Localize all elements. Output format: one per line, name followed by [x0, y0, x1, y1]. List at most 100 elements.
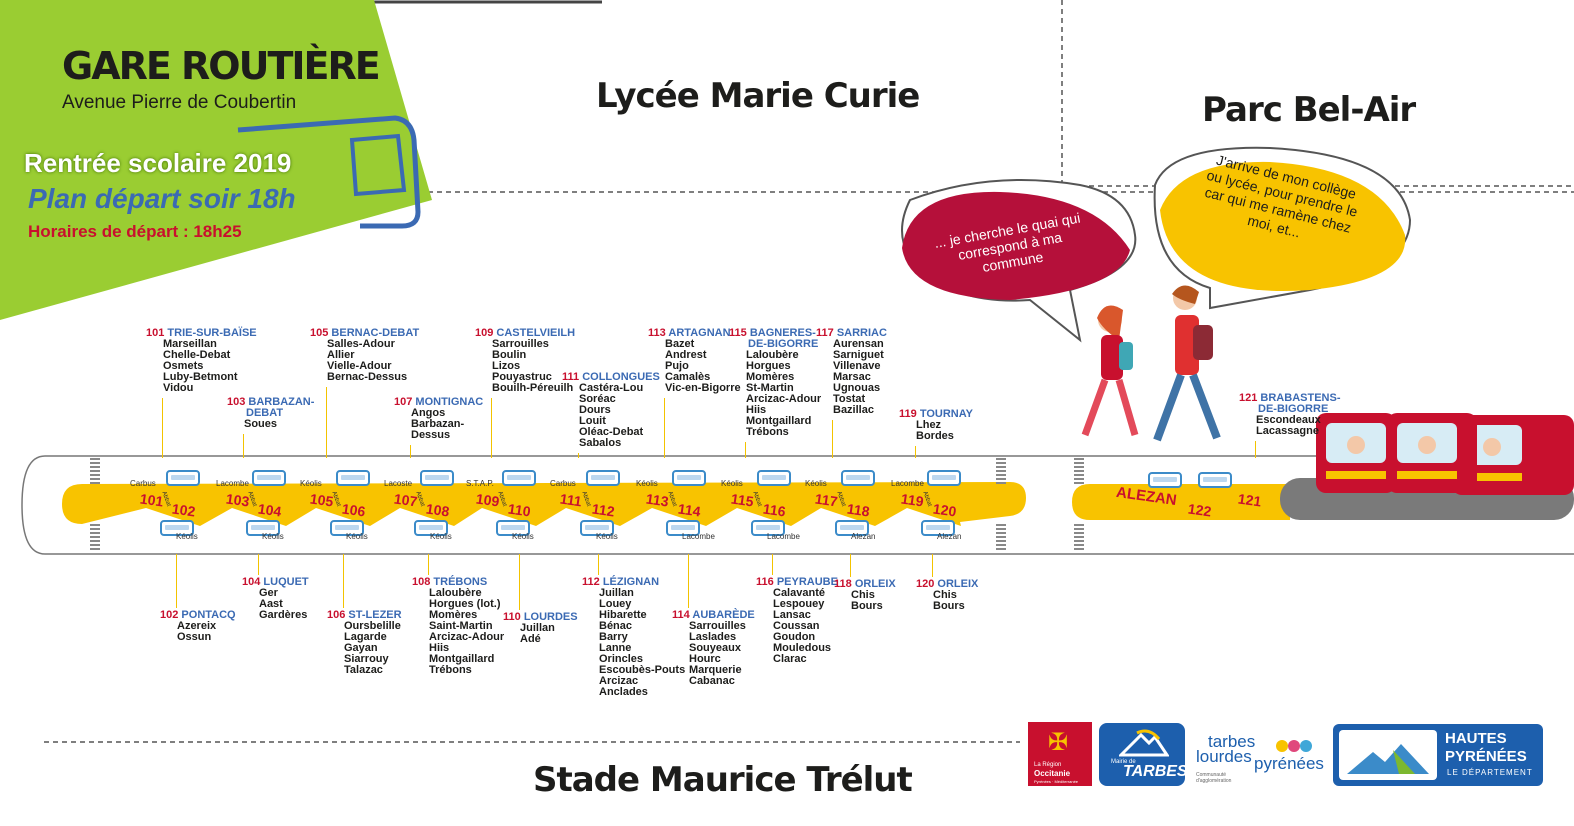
route-stop: Ossun: [177, 631, 212, 643]
operator-label: Kéolis: [346, 532, 368, 541]
route-header: 116 PEYRAUBE: [756, 577, 838, 588]
route-number: 114: [672, 609, 690, 621]
route-stop: Coussan: [773, 620, 820, 632]
route-stop: Dessus: [411, 429, 451, 441]
mairie-label: Mairie de: [1111, 759, 1136, 765]
horaires-label: Horaires de départ : 18h25: [28, 222, 242, 241]
route-stop: Arcizac: [599, 675, 639, 687]
route-stop: Gayan: [344, 642, 378, 654]
route-stop: Chelle-Debat: [163, 349, 231, 361]
bus-stop-icon: [1148, 472, 1182, 488]
route-connector-line: [578, 453, 579, 458]
route-stop: Villenave: [833, 360, 881, 372]
route-number: 112: [582, 576, 600, 588]
route-stop: Momères: [746, 371, 795, 383]
route-stop: Arcizac-Adour: [429, 631, 505, 643]
route-stop: Trébons: [746, 426, 789, 438]
route-destination: ST-LEZER: [348, 609, 402, 621]
quai-number: 120: [932, 500, 958, 520]
route-stop: Bours: [933, 600, 965, 612]
route-stop: Gardères: [259, 609, 308, 621]
yellow-dot-icon: [1276, 740, 1288, 752]
operator-label: Kéolis: [300, 479, 322, 488]
route-number: 113: [648, 327, 666, 339]
route-header: 106 ST-LEZER: [327, 610, 402, 621]
route-number: 121: [1239, 392, 1258, 404]
parc-title: Parc Bel-Air: [1202, 90, 1416, 130]
route-stop: Calavanté: [773, 587, 825, 599]
route-stop: Escondeaux: [1256, 414, 1321, 426]
bus-stop-icon: [160, 520, 194, 536]
route-stop: Bernac-Dessus: [327, 371, 408, 383]
route-connector-line: [915, 446, 916, 458]
route-stop: Marseillan: [163, 338, 217, 350]
route-destination: BARBAZAN-: [248, 396, 315, 408]
route-stop: St-Martin: [746, 382, 794, 394]
route-stop: Pouyastruc: [492, 371, 552, 383]
bus-stop-icon: [927, 470, 961, 486]
route-number: 103: [227, 396, 246, 408]
route-connector-line: [1255, 441, 1256, 458]
route-destination: PEYRAUBE: [776, 576, 838, 588]
route-header: 121 BRABASTENS-: [1239, 393, 1340, 404]
bus-stop-icon: [835, 520, 869, 536]
route-stop: Angos: [411, 407, 446, 419]
route-stop: Momères: [429, 609, 478, 621]
route-header: 114 AUBARÈDE: [672, 610, 755, 621]
route-stop: Marquerie: [689, 664, 742, 676]
route-destination: TOURNAY: [919, 408, 973, 420]
mountain-icon: [1119, 729, 1169, 757]
route-stop: Hibarette: [599, 609, 647, 621]
bus-stop-icon: [580, 520, 614, 536]
route-stop: Vidou: [163, 382, 194, 394]
route-stop: Laslades: [689, 631, 737, 643]
tlp-lourdes: lourdes: [1196, 747, 1252, 766]
mairie-tarbes-logo[interactable]: Mairie de TARBES: [1099, 723, 1188, 786]
route-connector-line: [932, 554, 933, 577]
region-occitanie-logo[interactable]: ✠ La Région Occitanie Pyrénées · Méditer…: [1028, 722, 1092, 786]
route-destination-cont: DE-BIGORRE: [1258, 403, 1329, 415]
route-destination-cont: DEBAT: [246, 407, 284, 419]
tarbes-lourdes-pyrenees-logo[interactable]: tarbes lourdes pyrénées Communauté d'agg…: [1192, 733, 1328, 786]
bus-stop-icon: [751, 520, 785, 536]
plan-label: Plan départ soir 18h: [28, 183, 296, 214]
bus-stop-icon: [841, 470, 875, 486]
route-destination: SARRIAC: [836, 327, 887, 339]
route-header: 107 MONTIGNAC: [394, 397, 483, 408]
route-stop: Aurensan: [833, 338, 884, 350]
route-destination: ARTAGNAN: [668, 327, 731, 339]
hautes-pyrenees-logo[interactable]: HAUTES PYRÉNÉES LE DÉPARTEMENT: [1333, 724, 1543, 786]
route-stop: Oursbelille: [344, 620, 401, 632]
route-stop: Oléac-Debat: [579, 426, 644, 438]
route-header: 102 PONTACQ: [160, 610, 236, 621]
route-stop: Barbazan-: [411, 418, 465, 430]
route-stop: Bazillac: [833, 404, 874, 416]
route-destination: LÉZIGNAN: [602, 576, 660, 588]
route-stop: Sarrouilles: [689, 620, 746, 632]
